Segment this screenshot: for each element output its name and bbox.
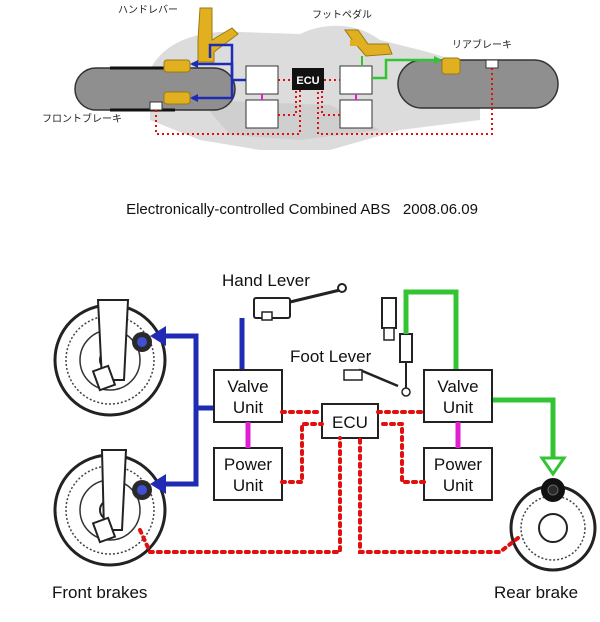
top-front-line-c: [190, 80, 234, 102]
foot-pedal-tip: [350, 40, 360, 46]
front-caliper-top: [163, 59, 191, 73]
top-power-unit-left: [245, 99, 279, 129]
front-hydraulic-lines: [162, 318, 245, 487]
front-speed-sensor: [149, 101, 163, 111]
top-valve-unit-right: [339, 65, 373, 95]
caption: Electronically-controlled Combined ABS 2…: [126, 201, 478, 218]
power-unit-left-line1: Power: [224, 455, 273, 474]
rear-tire: [397, 59, 559, 109]
bike-body-shade: [200, 100, 380, 140]
front-arrow-lower: [150, 474, 166, 494]
valve-unit-right-box: [423, 369, 493, 423]
ecu-box: [321, 403, 379, 439]
top-valve-unit-left: [245, 65, 279, 95]
front-wheel-lower: [53, 449, 167, 567]
rear-arrow: [539, 456, 567, 477]
top-power-unit-right: [339, 99, 373, 129]
valve-unit-left-line1: Valve: [227, 377, 268, 396]
front-caliper-bottom: [163, 91, 191, 105]
hand-lever-shape: [197, 7, 239, 63]
power-unit-right-line2: Unit: [443, 476, 474, 495]
front-arrow-upper: [150, 326, 166, 346]
top-ecu-label: ECU: [296, 75, 319, 87]
top-label-front-brake: フロントブレーキ: [42, 112, 122, 125]
power-unit-left-line2: Unit: [233, 476, 264, 495]
foot-lever-drawing: [343, 297, 413, 397]
valve-unit-right-line1: Valve: [437, 377, 478, 396]
valve-unit-left-line2: Unit: [233, 398, 264, 417]
power-unit-right-line1: Power: [434, 455, 483, 474]
top-label-hand-lever: ハンドレバー: [118, 4, 178, 16]
hand-lever-drawing: [253, 283, 347, 321]
front-wheel-upper: [53, 299, 167, 417]
top-label-foot-pedal: フットペダル: [312, 8, 372, 21]
rear-wheel: [509, 478, 597, 572]
top-ecu-box: [292, 68, 324, 90]
top-signal-lines: [155, 68, 493, 135]
bottom-diagram: Hand Lever Foot Lever Valve Unit Power U…: [52, 271, 597, 602]
top-rear-line: [372, 56, 442, 80]
signal-lines: [138, 410, 520, 554]
label-front-brakes: Front brakes: [52, 583, 147, 602]
top-label-rear-brake: リアブレーキ: [452, 38, 512, 51]
power-unit-right-box: [423, 447, 493, 501]
label-hand-lever: Hand Lever: [222, 271, 310, 290]
label-rear-brake: Rear brake: [494, 583, 578, 602]
ecu-label: ECU: [332, 413, 368, 432]
top-front-line-b: [190, 60, 246, 82]
rear-speed-sensor: [485, 59, 499, 69]
rear-hydraulic-lines: [403, 289, 556, 458]
valve-unit-right-line2: Unit: [443, 398, 474, 417]
label-foot-lever: Foot Lever: [290, 347, 372, 366]
top-diagram: ECU ハンドレバー フットペダル リアブレーキ フロントブレーキ: [42, 4, 559, 150]
top-front-line-a: [208, 43, 234, 80]
rear-caliper: [441, 57, 461, 75]
